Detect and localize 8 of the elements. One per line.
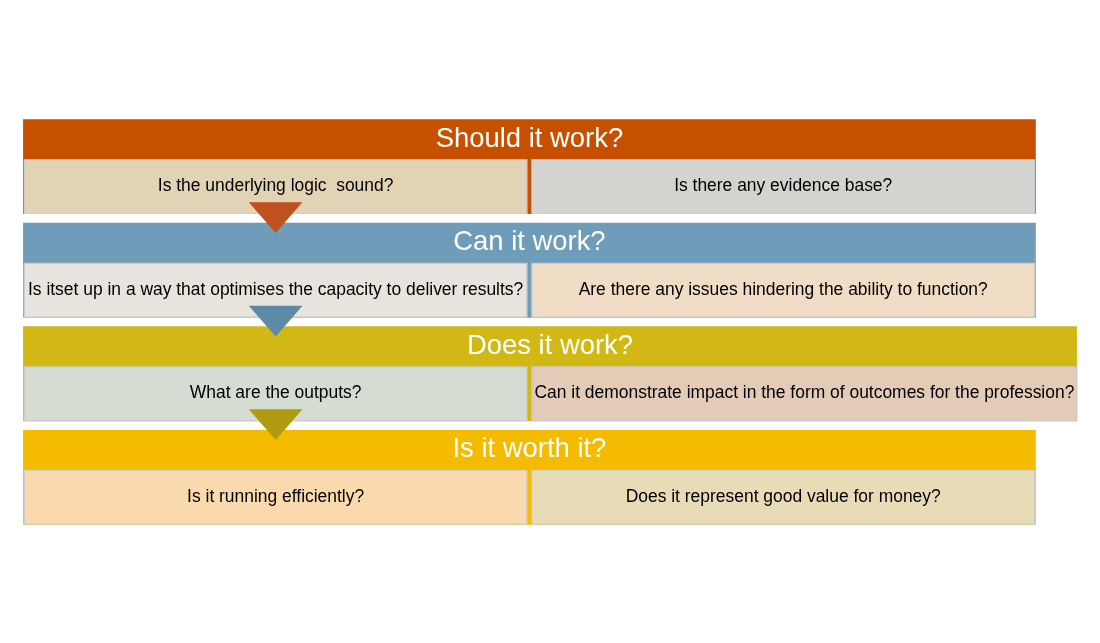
node-box: Can it demonstrate impact in the form of outcomes for the profession?	[531, 365, 1078, 421]
node-box: Does it represent good value for money?	[531, 469, 1036, 525]
arrow	[248, 201, 303, 233]
node-box: Is there any evidence base?	[531, 158, 1036, 214]
arrow	[248, 408, 303, 440]
arrow	[248, 305, 303, 336]
node-box: Is it running efficiently?	[23, 469, 528, 525]
node-box: Are there any issues hindering the ability to function?	[531, 262, 1036, 318]
